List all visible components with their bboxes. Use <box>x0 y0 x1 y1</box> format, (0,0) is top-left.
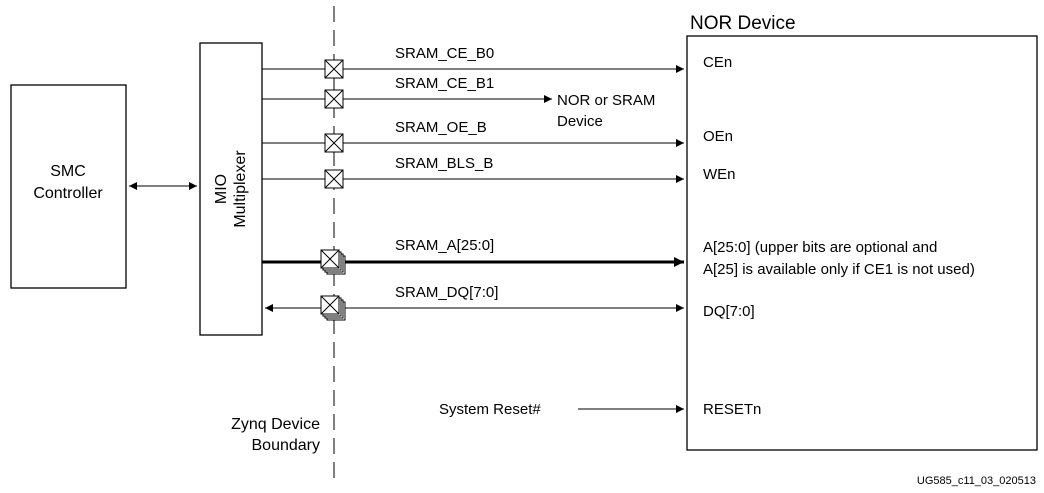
io-pad-stack-dq <box>320 295 346 321</box>
nor-device-title: NOR Device <box>690 13 796 34</box>
boundary-label-line1: Zynq Device <box>231 416 320 433</box>
signal-label-ce-b0: SRAM_CE_B0 <box>395 45 494 62</box>
signal-label-oe-b: SRAM_OE_B <box>395 119 487 136</box>
signal-label-ce-b1: SRAM_CE_B1 <box>395 75 494 92</box>
signal-label-bls-b: SRAM_BLS_B <box>395 155 493 172</box>
signal-sram-ce-b1: SRAM_CE_B1 NOR or SRAM Device <box>262 75 655 130</box>
nor-or-sram-line1: NOR or SRAM <box>557 92 655 109</box>
pin-resetn: RESETn <box>703 401 761 418</box>
signal-system-reset: System Reset# <box>439 401 684 418</box>
pin-wen: WEn <box>703 166 736 183</box>
smc-label-line2: Controller <box>33 185 103 202</box>
signal-label-addr: SRAM_A[25:0] <box>395 237 494 254</box>
smc-label-line1: SMC <box>50 163 86 180</box>
pin-oen: OEn <box>703 128 733 145</box>
signal-label-dq: SRAM_DQ[7:0] <box>395 284 498 301</box>
pin-addr-line1: A[25:0] (upper bits are optional and <box>703 239 937 256</box>
mio-multiplexer-block: MIO Multiplexer <box>199 42 263 336</box>
io-pad-bls-b <box>324 169 344 189</box>
smc-controller-block: SMC Controller <box>10 84 127 289</box>
io-pad-oe-b <box>324 133 344 153</box>
mio-label-line2: Multiplexer <box>232 150 249 228</box>
system-reset-label: System Reset# <box>439 401 541 418</box>
io-pad-ce-b0 <box>324 59 344 79</box>
pin-cen: CEn <box>703 54 732 71</box>
figure-id: UG585_c11_03_020513 <box>917 475 1036 487</box>
pin-addr-line2: A[25] is available only if CE1 is not us… <box>703 261 975 278</box>
nor-device-block: NOR Device CEn OEn WEn A[25:0] (upper bi… <box>686 13 1038 451</box>
mio-label-line1: MIO <box>213 174 230 204</box>
pin-dq: DQ[7:0] <box>703 303 755 320</box>
io-pad-ce-b1 <box>324 89 344 109</box>
io-pad-stack-addr <box>320 249 346 275</box>
nor-or-sram-line2: Device <box>557 113 603 130</box>
boundary-label-line2: Boundary <box>252 437 321 454</box>
